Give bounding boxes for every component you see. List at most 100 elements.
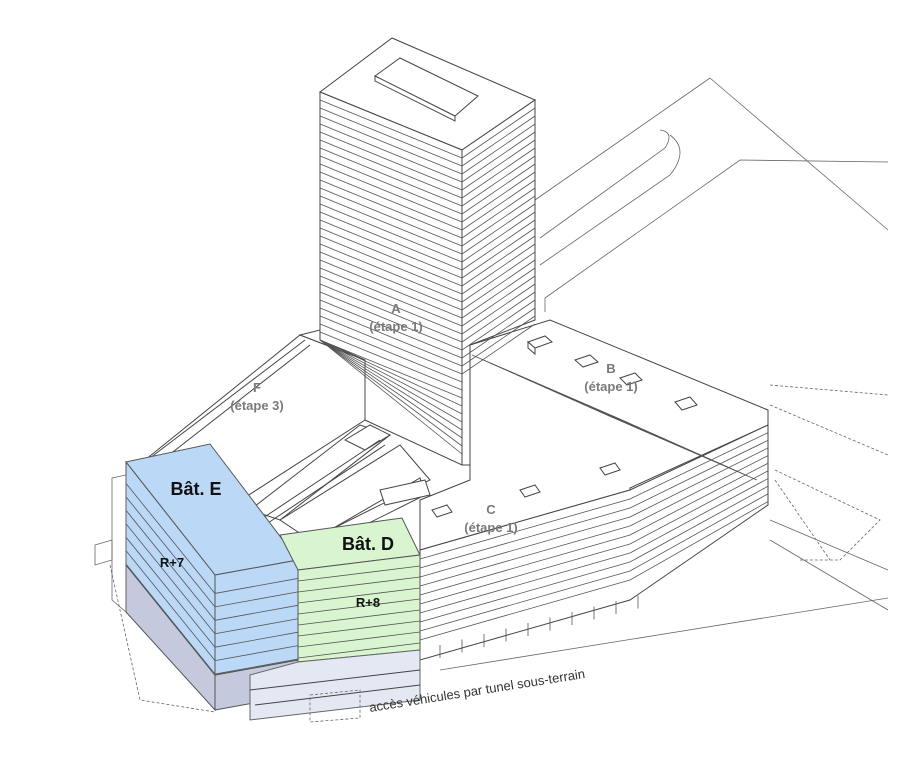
- tower-floor-line: [461, 115, 536, 167]
- tower-floor-line: [319, 131, 463, 191]
- label-c-letter: C: [486, 502, 496, 517]
- building-d-base: [249, 649, 421, 721]
- building-c-floor-line: [419, 552, 631, 614]
- building-e-floor-line: [214, 591, 299, 608]
- building-c-floor-line: [419, 543, 631, 605]
- building-c-floor-line: [419, 507, 631, 569]
- building-c-floor-line: [419, 579, 631, 641]
- tower-floor-line: [319, 251, 463, 311]
- tower-floor-line: [461, 219, 536, 271]
- tower-floor-line: [461, 123, 536, 175]
- tower-floor-line: [319, 323, 463, 383]
- building-e-front: [214, 559, 299, 676]
- tower-floor-line: [319, 299, 463, 359]
- building-b-floor-line: [629, 447, 769, 518]
- tower-floor-line: [319, 339, 463, 431]
- tower-floor-line: [319, 275, 463, 335]
- building-b-floor-line: [629, 485, 769, 563]
- building-b-floor-line: [629, 501, 769, 581]
- tower-floor-line: [319, 339, 463, 455]
- tower-floor-line: [319, 163, 463, 223]
- tower-floor-line: [319, 211, 463, 271]
- tower-floor-line: [319, 155, 463, 215]
- tower-floor-line: [461, 323, 536, 375]
- building-c-floor-line: [419, 561, 631, 623]
- tower-floor-line: [319, 291, 463, 351]
- tower-floor-line: [461, 243, 536, 295]
- building-b-floor-line: [629, 439, 769, 509]
- tower-floor-line: [461, 171, 536, 223]
- label-f-letter: F: [253, 380, 261, 395]
- tower-a: [318, 37, 537, 466]
- label-e-name: Bât. E: [170, 479, 221, 499]
- building-e-floor-line: [125, 510, 216, 621]
- label-e-levels: R+7: [160, 555, 184, 570]
- building-e-floor-line: [214, 578, 299, 594]
- tower-floor-line: [319, 203, 463, 263]
- tower-floor-line: [319, 147, 463, 207]
- building-e-floor-line: [125, 550, 216, 661]
- label-b-phase: (étape 1): [584, 379, 637, 394]
- tower-floor-line: [461, 195, 536, 247]
- tower-floor-line: [319, 107, 463, 167]
- tower-floor-line: [319, 195, 463, 255]
- building-e-floor-line: [125, 483, 216, 594]
- building-d-floor-line: [297, 587, 421, 604]
- tower-floor-line: [461, 275, 536, 327]
- tower-floor-line: [461, 307, 536, 359]
- tower-floor-line: [461, 179, 536, 231]
- label-a-letter: A: [391, 301, 401, 316]
- tower-floor-line: [319, 259, 463, 319]
- tower-floor-line: [461, 227, 536, 279]
- label-c-phase: (étape 1): [464, 520, 517, 535]
- tower-floor-line: [461, 163, 536, 215]
- building-d-floor-line: [297, 631, 421, 648]
- building-b-floor-line: [629, 478, 769, 554]
- building-e-floor-line: [214, 604, 299, 621]
- tower-floor-line: [319, 235, 463, 295]
- building-b-floor-line: [629, 455, 769, 527]
- label-d-levels: R+8: [356, 595, 380, 610]
- tower-floor-line: [319, 315, 463, 375]
- tower-floor-line: [319, 283, 463, 343]
- building-e-floor-line: [125, 496, 216, 608]
- building-e-floor-line: [125, 563, 216, 675]
- building-c-floor-line: [419, 498, 631, 560]
- tower-floor-line: [319, 331, 463, 391]
- tower-floor-line: [319, 307, 463, 367]
- building-e-floor-line: [125, 536, 216, 648]
- site-outline: [439, 77, 889, 671]
- tower-floor-line: [461, 147, 536, 199]
- tower-floor-line: [461, 211, 536, 263]
- building-d-floor-line: [297, 598, 421, 615]
- building-c-floor-line: [419, 534, 631, 596]
- tower-floor-line: [461, 299, 536, 351]
- building-e-floor-line: [214, 631, 299, 648]
- building-c-floor-line: [419, 516, 631, 578]
- tower-floor-line: [319, 243, 463, 303]
- building-d-floor-line: [297, 565, 421, 582]
- label-b-letter: B: [606, 361, 615, 376]
- tower-floor-line: [319, 187, 463, 247]
- tower-floor-line: [461, 291, 536, 343]
- building-d-floor-line: [297, 576, 421, 593]
- building-b-roof-stripe: [606, 414, 758, 481]
- tower-floor-line: [461, 187, 536, 239]
- tower-floor-line: [319, 267, 463, 327]
- tower-floor-line: [319, 99, 463, 159]
- building-e-floor-line: [214, 645, 299, 662]
- building-b-floor-line: [629, 432, 769, 500]
- tower-floor-line: [319, 339, 463, 415]
- label-f-phase: (étape 3): [230, 398, 283, 413]
- tower-floor-line: [461, 283, 536, 335]
- building-d: [109, 517, 421, 723]
- tower-floor-line: [319, 339, 463, 423]
- tower-floor-line: [319, 339, 463, 439]
- tower-floor-line: [461, 155, 536, 207]
- building-e-floor-line: [214, 658, 299, 675]
- tower-floor-line: [461, 259, 536, 311]
- building-b-c-slab: [419, 319, 769, 661]
- tower-floor-line: [319, 227, 463, 287]
